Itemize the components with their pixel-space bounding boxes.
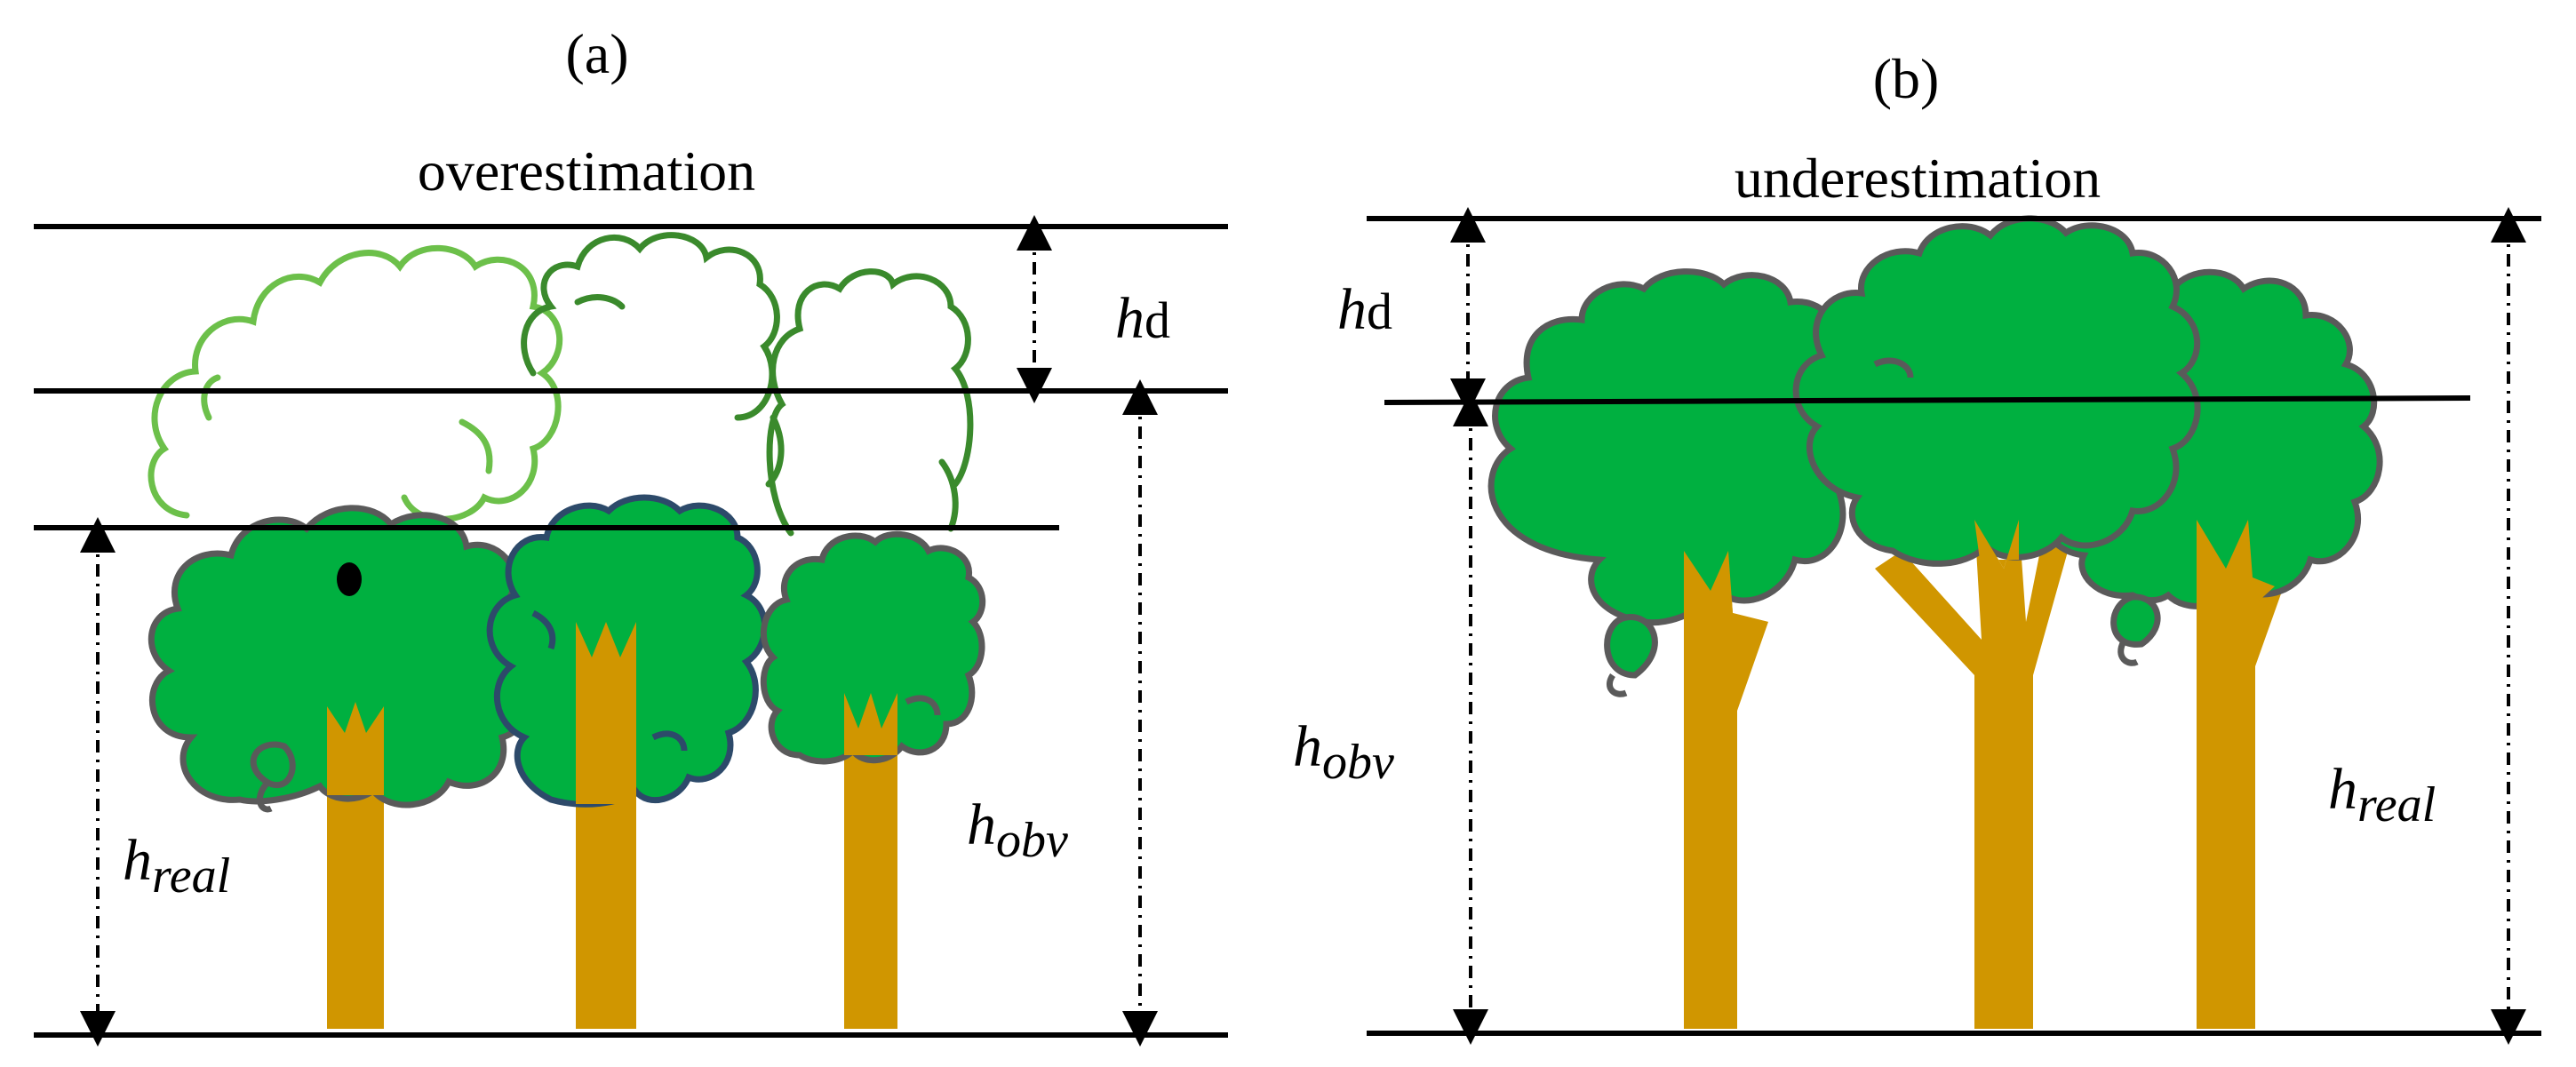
label-b-hobv: hobv — [1293, 714, 1394, 790]
dimension-arrows-a — [80, 215, 1158, 1047]
trunk-b-middle-upper — [1974, 520, 2019, 569]
trunk-b-left-upper — [1684, 551, 1768, 666]
reference-lines-b — [1367, 216, 2541, 1036]
trunk-b-right-upper — [2197, 520, 2275, 622]
ghost-canopy-right — [765, 268, 974, 537]
panel-b: (b) underestimation — [1293, 47, 2541, 1045]
ghost-canopy-left — [148, 244, 563, 522]
panel-b-title: underestimation — [1735, 147, 2101, 210]
canopy-dot — [337, 562, 362, 596]
trunk-a-right — [844, 693, 897, 1029]
canopy-b-left — [1487, 268, 1868, 697]
ghost-canopy-middle — [521, 232, 780, 421]
label-b-hd: hd — [1337, 277, 1392, 342]
trunk-a-middle-upper — [576, 622, 636, 804]
trunk-a-right-upper — [844, 693, 897, 755]
label-b-hreal: hreal — [2328, 757, 2436, 832]
panel-a-title: overestimation — [418, 139, 755, 203]
dimension-arrows-b — [1450, 207, 2526, 1045]
label-a-hreal: hreal — [123, 828, 230, 904]
trunk-b-right — [2197, 520, 2284, 1029]
trunk-b-left — [1684, 551, 1768, 1029]
trunk-b-middle — [1875, 520, 2070, 1029]
label-a-hd: hd — [1115, 286, 1170, 351]
panel-b-label: (b) — [1873, 47, 1940, 110]
trunks-b — [1684, 520, 2284, 1029]
trunk-a-left-upper — [327, 702, 384, 795]
line-b-middle — [1384, 395, 2471, 405]
panel-a-label: (a) — [565, 22, 628, 85]
canopy-a-right — [760, 530, 986, 765]
panel-a: (a) overestimation — [34, 22, 1228, 1047]
canopy-b-middle — [1792, 215, 2201, 567]
label-a-hobv: hobv — [967, 792, 1068, 868]
canopy-a-left — [148, 505, 537, 813]
